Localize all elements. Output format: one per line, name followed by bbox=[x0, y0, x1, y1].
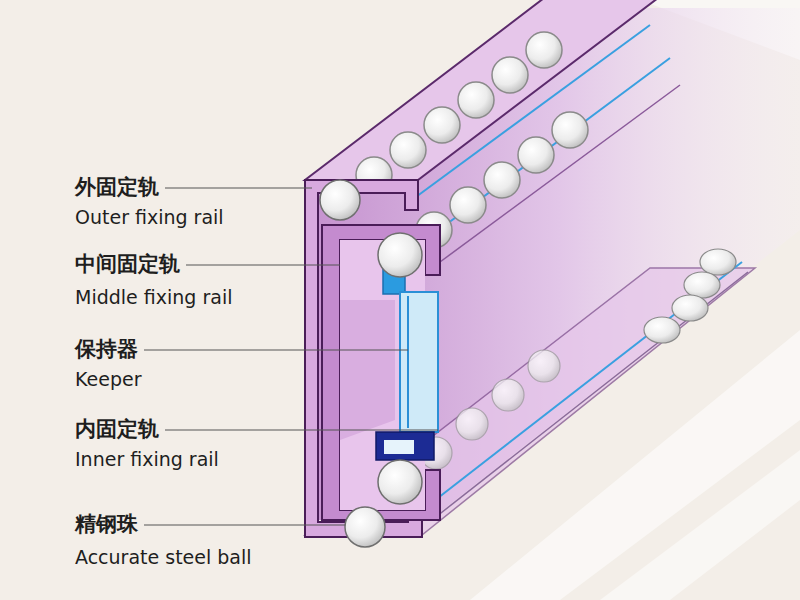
steel-ball bbox=[378, 460, 422, 504]
steel-ball bbox=[518, 137, 554, 173]
steel-ball bbox=[552, 112, 588, 148]
rail-track-line bbox=[428, 58, 670, 238]
top-flange bbox=[305, 0, 662, 180]
inner-rail-section bbox=[400, 292, 438, 432]
leader-lines bbox=[144, 188, 438, 525]
steel-ball bbox=[390, 132, 426, 168]
rail-track-line bbox=[405, 25, 650, 205]
keeper-ball-cluster bbox=[644, 249, 736, 343]
steel-ball bbox=[528, 350, 560, 382]
steel-ball bbox=[492, 379, 524, 411]
keeper-strip bbox=[407, 296, 409, 428]
steel-ball bbox=[450, 187, 486, 223]
front-balls bbox=[320, 180, 422, 547]
steel-ball bbox=[456, 408, 488, 440]
inner-rail-foot bbox=[376, 432, 434, 460]
steel-ball bbox=[458, 82, 494, 118]
steel-ball bbox=[672, 295, 708, 321]
steel-ball bbox=[320, 180, 360, 220]
part-name: 保持器 bbox=[75, 337, 138, 362]
inner-rail-foot-slot bbox=[384, 440, 414, 454]
middle-rail-section bbox=[322, 225, 440, 520]
middle-rail-shade bbox=[340, 300, 395, 440]
ball-row bbox=[416, 112, 588, 248]
part-name-english: Outer fixing rail bbox=[75, 206, 224, 229]
steel-ball bbox=[424, 107, 460, 143]
rail-track-line bbox=[432, 272, 748, 520]
leader-line bbox=[186, 265, 340, 266]
ball-row bbox=[420, 350, 560, 469]
steel-ball bbox=[526, 32, 562, 68]
leader-line bbox=[144, 525, 345, 526]
steel-ball bbox=[700, 249, 736, 275]
part-name: 外固定轨 bbox=[75, 175, 159, 200]
steel-ball bbox=[484, 162, 520, 198]
part-name-english: Accurate steel ball bbox=[75, 546, 252, 569]
ball-row bbox=[356, 32, 562, 193]
steel-ball bbox=[644, 317, 680, 343]
rail-track-line bbox=[425, 262, 742, 508]
leader-line bbox=[165, 188, 312, 189]
part-name-english: Keeper bbox=[75, 368, 141, 391]
light-streak bbox=[600, 450, 800, 600]
steel-ball bbox=[684, 272, 720, 298]
part-name-english: Middle fixing rail bbox=[75, 286, 232, 309]
steel-ball bbox=[492, 57, 528, 93]
leader-line bbox=[165, 430, 438, 431]
part-name: 中间固定轨 bbox=[75, 252, 180, 277]
part-name-english: Inner fixing rail bbox=[75, 448, 219, 471]
part-name: 精钢珠 bbox=[75, 512, 138, 537]
leader-line bbox=[144, 350, 408, 351]
part-name: 内固定轨 bbox=[75, 417, 159, 442]
rail-side-wall bbox=[318, 8, 800, 520]
steel-ball bbox=[378, 233, 422, 277]
steel-ball bbox=[345, 507, 385, 547]
